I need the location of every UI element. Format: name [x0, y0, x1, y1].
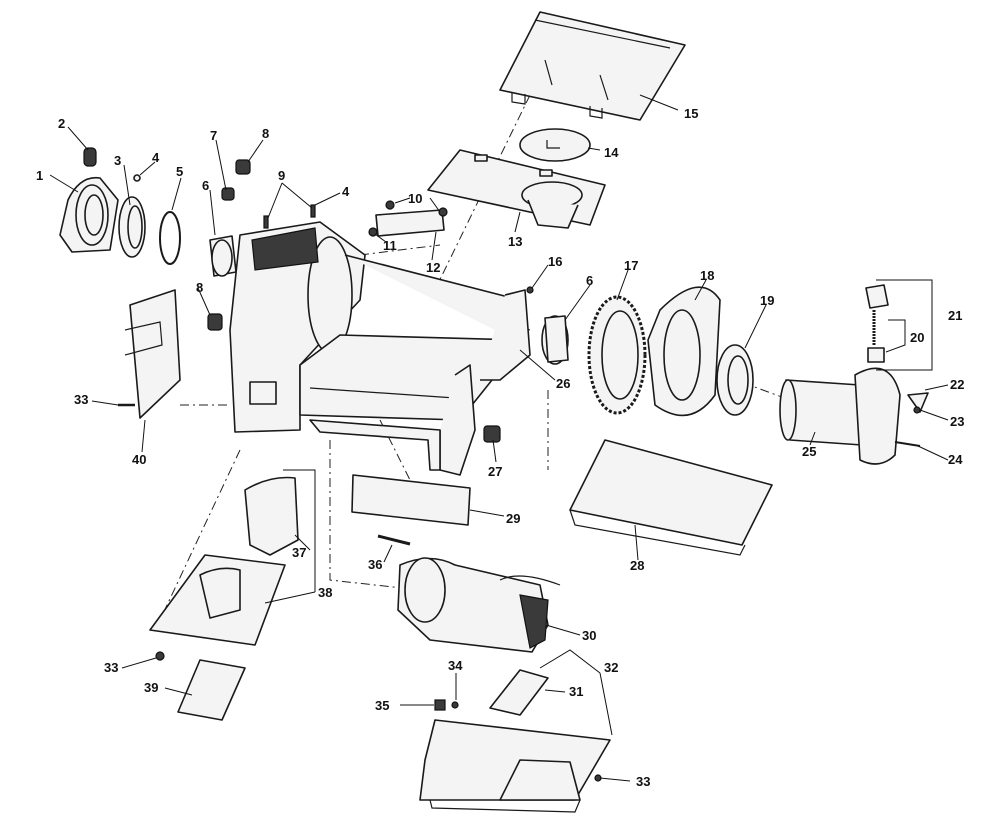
part-17-gear	[587, 295, 647, 415]
part-12-bracket	[368, 200, 448, 237]
callout-33: 33	[636, 774, 650, 789]
part-27-knob	[483, 425, 501, 443]
part-38-base-plate	[149, 554, 286, 646]
callout-27: 27	[488, 464, 502, 479]
callout-20: 20	[910, 330, 924, 345]
callout-19: 19	[760, 293, 774, 308]
callout-11: 11	[383, 238, 397, 253]
part-4-screw	[133, 174, 141, 182]
part-14-plate	[519, 128, 591, 162]
part-21-switch-bracket	[865, 284, 889, 309]
part-34-screw	[451, 701, 459, 709]
callout-2: 2	[58, 116, 65, 131]
callout-6: 6	[586, 273, 593, 288]
callout-24: 24	[948, 452, 963, 467]
part-20-spring	[867, 310, 885, 363]
callout-17: 17	[624, 258, 638, 273]
part-33-screw-bottom	[155, 651, 165, 661]
callout-32: 32	[604, 660, 618, 675]
callout-4: 4	[342, 184, 350, 199]
callout-1: 1	[36, 168, 43, 183]
part-6-bushing-right	[541, 315, 569, 365]
callout-10: 10	[408, 191, 422, 206]
part-40-panel	[124, 289, 181, 419]
callout-8: 8	[262, 126, 269, 141]
part-23-screw	[913, 406, 921, 414]
part-8-bearing-top	[235, 159, 251, 175]
part-8-bearing-lower	[207, 313, 223, 331]
part-36-screw	[377, 534, 411, 546]
callout-39: 39	[144, 680, 158, 695]
callout-33: 33	[74, 392, 88, 407]
part-24-screw	[894, 441, 921, 447]
callout-18: 18	[700, 268, 714, 283]
callout-7: 7	[210, 128, 217, 143]
leader-lines	[49, 94, 949, 782]
callout-15: 15	[684, 106, 698, 121]
part-28-tray	[569, 439, 773, 556]
callout-37: 37	[292, 545, 306, 560]
callout-23: 23	[950, 414, 964, 429]
callout-33: 33	[104, 660, 118, 675]
part-13-inner-cover	[427, 149, 606, 229]
callout-30: 30	[582, 628, 596, 643]
callout-21: 21	[948, 308, 962, 323]
callout-14: 14	[604, 145, 619, 160]
callout-40: 40	[132, 452, 146, 467]
part-2-pin	[83, 147, 97, 167]
callout-9: 9	[278, 168, 285, 183]
callout-13: 13	[508, 234, 522, 249]
part-35-clip	[434, 699, 446, 711]
callout-29: 29	[506, 511, 520, 526]
callout-36: 36	[368, 557, 382, 572]
part-32-foot-switch	[419, 719, 611, 813]
callout-4: 4	[152, 150, 160, 165]
part-25-drive-assembly	[779, 367, 901, 465]
callout-38: 38	[318, 585, 332, 600]
part-37-cover	[244, 476, 299, 556]
callout-labels: 1 2 3 4 5 6 7 8 9 4 10 11 12 13 14 15 16…	[36, 106, 964, 789]
part-22-plate	[907, 392, 929, 413]
callout-16: 16	[548, 254, 562, 269]
part-29-label	[351, 474, 471, 526]
part-16-screw	[526, 286, 534, 294]
part-6-bushing-left	[209, 235, 237, 277]
callout-22: 22	[950, 377, 964, 392]
callout-8: 8	[196, 280, 203, 295]
main-housing	[229, 221, 531, 476]
callout-3: 3	[114, 153, 121, 168]
callout-31: 31	[569, 684, 583, 699]
part-5-snap-ring	[159, 211, 181, 265]
callout-35: 35	[375, 698, 389, 713]
callout-12: 12	[426, 260, 440, 275]
callout-6: 6	[202, 178, 209, 193]
part-19-ring	[716, 344, 754, 416]
part-7-bearing	[221, 187, 235, 201]
part-1-chuck-housing	[59, 176, 119, 253]
part-3-ring	[118, 196, 146, 258]
part-9-pins	[263, 204, 316, 229]
part-39-gasket	[177, 659, 246, 721]
callout-26: 26	[556, 376, 570, 391]
part-30-motor	[397, 557, 561, 653]
callout-25: 25	[802, 444, 816, 459]
part-18-carrier	[647, 286, 721, 417]
callout-34: 34	[448, 658, 463, 673]
callout-5: 5	[176, 164, 183, 179]
part-15-top-cover	[499, 11, 686, 121]
part-31-pad	[489, 669, 549, 716]
callout-28: 28	[630, 558, 644, 573]
